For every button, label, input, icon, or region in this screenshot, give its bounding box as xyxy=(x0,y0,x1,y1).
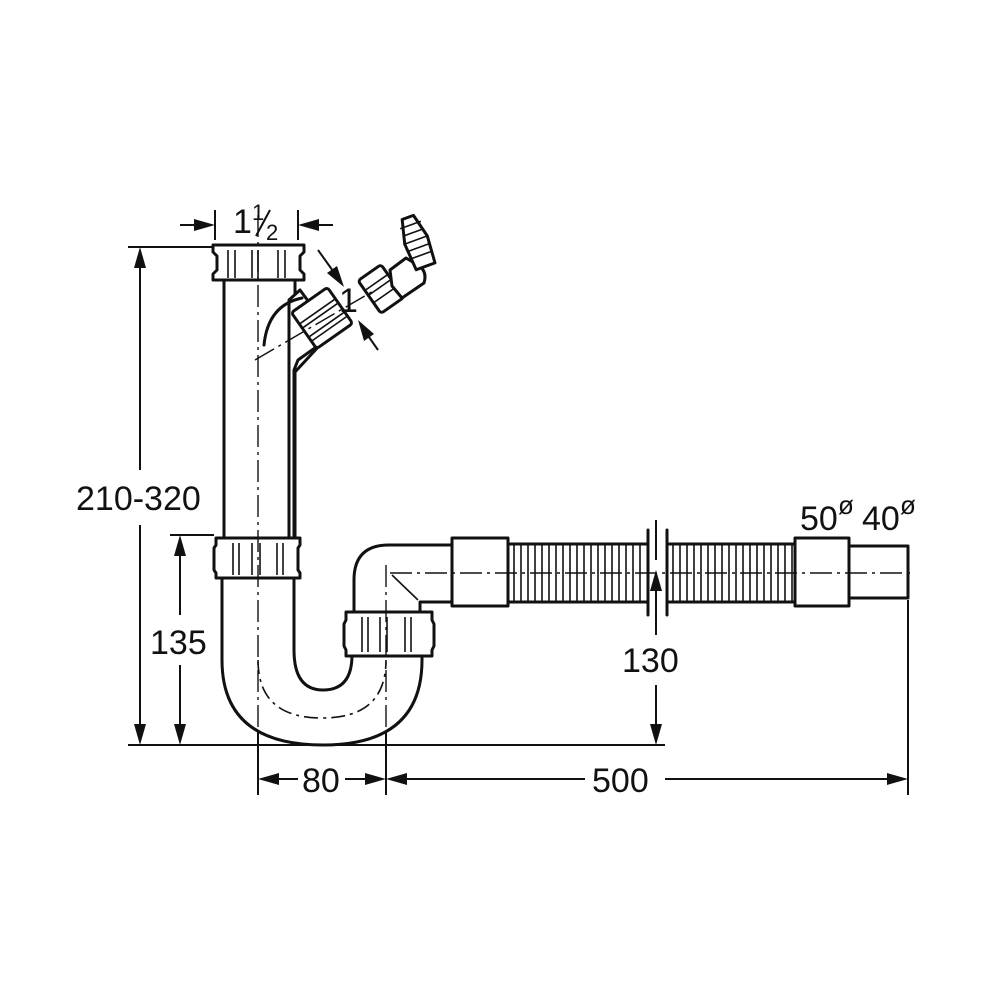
dimension-lines xyxy=(128,210,909,795)
center-axes xyxy=(257,215,387,745)
trap-nut-right xyxy=(342,610,436,658)
dimension-labels: 1 1 2 1 210-320 135 130 80 500 50 ø 40 ø xyxy=(76,200,916,800)
pipe-size-numerator: 1 xyxy=(252,200,264,225)
hose-diameter-small-symbol: ø xyxy=(900,490,916,520)
branch-size-label: 1 xyxy=(339,282,358,320)
hose-nozzle xyxy=(399,213,437,272)
outlet-height-label: 130 xyxy=(622,642,679,680)
hose-diameter-large-label: 50 xyxy=(800,500,838,538)
pipe-size-denominator: 2 xyxy=(266,220,278,245)
trap-height-label: 135 xyxy=(150,624,207,662)
trap-width-label: 80 xyxy=(302,762,340,800)
hose-diameter-large-symbol: ø xyxy=(838,490,854,520)
total-height-label: 210-320 xyxy=(76,480,201,518)
hose-diameter-small-label: 40 xyxy=(862,500,900,538)
side-branch xyxy=(254,213,437,361)
u-trap xyxy=(220,576,424,747)
trap-riser xyxy=(342,543,457,658)
flex-hose xyxy=(390,528,915,617)
trap-nut-left xyxy=(212,536,302,580)
pipe-size-whole: 1 xyxy=(233,203,252,241)
hose-length-label: 500 xyxy=(592,762,649,800)
